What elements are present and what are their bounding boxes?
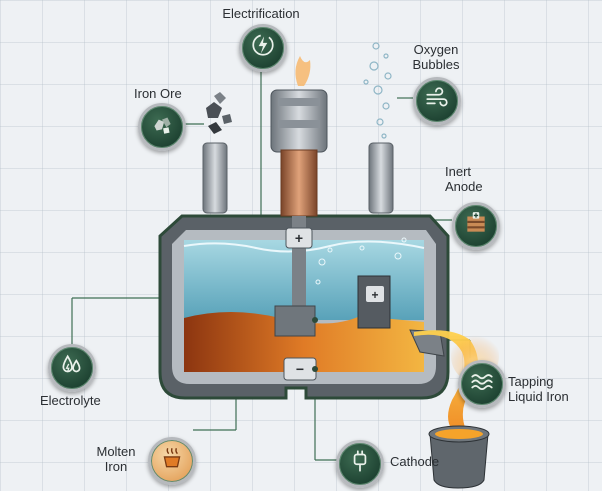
top-terminal-sign: +: [295, 230, 303, 246]
heat-waves-icon: [469, 368, 495, 400]
electrolyte-label: Electrolyte: [40, 393, 101, 408]
electrification-badge: [239, 24, 287, 72]
electrification-label: Electrification: [222, 6, 300, 21]
plug-icon: [347, 448, 373, 480]
oxygen-bubbles-label: Oxygen Bubbles: [412, 42, 460, 72]
droplets-icon: [59, 352, 85, 384]
tapping-liquid-iron-label: Tapping Liquid Iron: [508, 374, 569, 404]
cathode-badge: [336, 440, 384, 488]
lightning-icon: [250, 32, 276, 64]
tapping-liquid-iron-badge: [458, 360, 506, 408]
molten-iron-label: Molten Iron: [96, 444, 136, 474]
oxygen-bubbles-badge: [413, 77, 461, 125]
electrolyte-badge: [48, 344, 96, 392]
iron-ore-label: Iron Ore: [134, 86, 182, 101]
hot-pot-icon: [159, 445, 185, 477]
iron-ore-badge: [138, 103, 186, 151]
bottom-terminal-sign: −: [296, 361, 304, 377]
cathode-label: Cathode: [390, 454, 440, 469]
inert-anode-label: Inert Anode: [445, 164, 483, 194]
air-flow-icon: [424, 85, 450, 117]
layered-block-plus-icon: [463, 210, 489, 242]
iron-ore-rocks: [206, 92, 232, 134]
anode-terminal-sign: +: [371, 288, 378, 302]
molten-iron-badge: [148, 437, 196, 485]
oxygen-bubble-stream: [363, 42, 392, 139]
inert-anode-badge: [452, 202, 500, 250]
ore-rocks-icon: [149, 111, 175, 143]
